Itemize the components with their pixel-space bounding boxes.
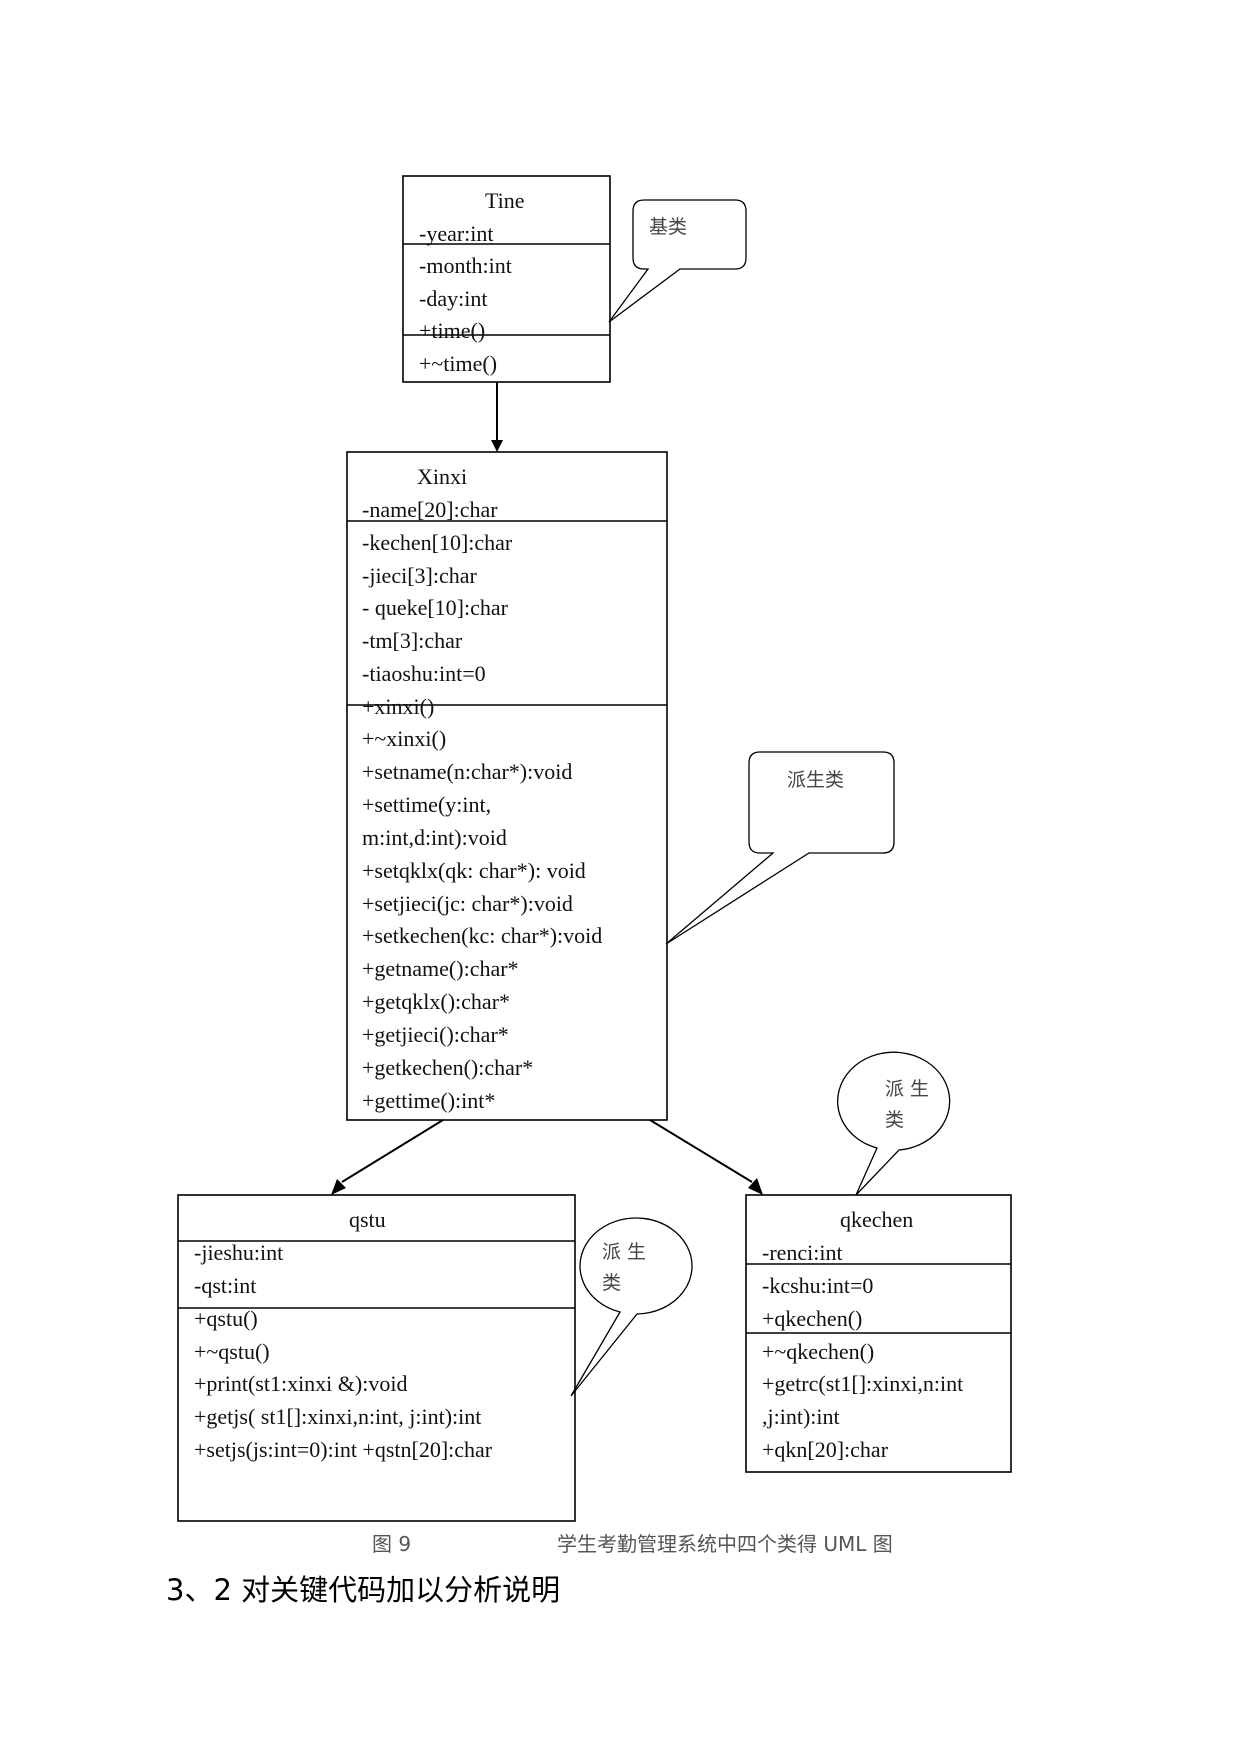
class-qkechen-method-getrc-1: +getrc(st1[]:xinxi,n:int — [762, 1371, 963, 1396]
class-qkechen: qkechen -renci:int -kcshu:int=0 +qkechen… — [745, 1194, 1012, 1473]
class-tine-name: Tine — [485, 188, 525, 213]
callout-base-label: 基类 — [649, 216, 687, 238]
callout-derived-qstu-line2: 类 — [602, 1272, 621, 1294]
class-xinxi-method-getkechen: +getkechen():char* — [362, 1055, 533, 1080]
class-tine-method-constructor: +time() — [419, 318, 485, 343]
callout-derived-xinxi: 派生类 — [665, 751, 895, 945]
class-xinxi-method-getjieci: +getjieci():char* — [362, 1022, 509, 1047]
class-xinxi-name: Xinxi — [417, 464, 467, 489]
class-qstu-attr-qst: -qst:int — [194, 1273, 256, 1298]
class-xinxi-attr-tiaoshu: -tiaoshu:int=0 — [362, 661, 486, 686]
class-xinxi-method-constructor: +xinxi() — [362, 694, 434, 719]
class-qstu: qstu -jieshu:int -qst:int +qstu() +~qstu… — [177, 1194, 576, 1522]
callout-derived-qkechen: 派 生 类 — [837, 1051, 951, 1196]
class-xinxi-attr-tm: -tm[3]:char — [362, 628, 463, 653]
class-xinxi-method-destructor: +~xinxi() — [362, 726, 446, 751]
class-qkechen-attr-constructor: +qkechen() — [762, 1306, 862, 1331]
class-tine-attr-day: -day:int — [419, 286, 487, 311]
callout-derived-xinxi-label: 派生类 — [787, 769, 844, 791]
callout-derived-qkechen-line2: 类 — [885, 1109, 904, 1131]
callout-derived-qkechen-line1: 派 生 — [885, 1078, 929, 1100]
arrow-xinxi-to-qkechen — [649, 1119, 763, 1195]
class-qstu-method-setjs: +setjs(js:int=0):int +qstn[20]:char — [194, 1437, 493, 1462]
class-qstu-method-getjs: +getjs( st1[]:xinxi,n:int, j:int):int — [194, 1404, 481, 1429]
class-xinxi-attr-jieci: -jieci[3]:char — [362, 563, 477, 588]
class-xinxi-attr-kechen: -kechen[10]:char — [362, 530, 513, 555]
figure-number: 图 9 — [372, 1532, 412, 1556]
class-xinxi-method-getqklx: +getqklx():char* — [362, 989, 510, 1014]
class-xinxi-method-setname: +setname(n:char*):void — [362, 759, 572, 784]
arrow-tine-to-xinxi — [491, 382, 503, 452]
section-heading: 3、2 对关键代码加以分析说明 — [166, 1573, 561, 1607]
class-xinxi-method-setqklx: +setqklx(qk: char*): void — [362, 858, 586, 883]
figure-caption: 学生考勤管理系统中四个类得 UML 图 — [557, 1532, 893, 1556]
class-qkechen-method-destructor: +~qkechen() — [762, 1339, 874, 1364]
class-qstu-method-print: +print(st1:xinxi &):void — [194, 1371, 407, 1396]
class-xinxi: Xinxi -name[20]:char -kechen[10]:char -j… — [346, 451, 668, 1121]
callout-derived-qstu: 派 生 类 — [570, 1217, 693, 1397]
class-tine: Tine -year:int -month:int -day:int +time… — [402, 175, 611, 383]
callout-base-class: 基类 — [608, 199, 747, 323]
class-qstu-attr-jieshu: -jieshu:int — [194, 1240, 283, 1265]
class-xinxi-method-getname: +getname():char* — [362, 956, 519, 981]
class-xinxi-method-setkechen: +setkechen(kc: char*):void — [362, 923, 602, 948]
class-qstu-name: qstu — [349, 1207, 386, 1232]
class-tine-attr-month: -month:int — [419, 253, 512, 278]
class-qstu-method-constructor: +qstu() — [194, 1306, 258, 1331]
class-xinxi-attr-name: -name[20]:char — [362, 497, 498, 522]
class-qkechen-method-getrc-2: ,j:int):int — [762, 1404, 840, 1429]
class-xinxi-method-gettime: +gettime():int* — [362, 1088, 495, 1113]
arrow-xinxi-to-qstu — [331, 1119, 444, 1195]
class-xinxi-method-settime-1: +settime(y:int, — [362, 792, 491, 817]
class-xinxi-method-settime-2: m:int,d:int):void — [362, 825, 507, 850]
class-tine-attr-year: -year:int — [419, 221, 494, 246]
callout-derived-qstu-line1: 派 生 — [602, 1241, 646, 1263]
class-xinxi-method-setjieci: +setjieci(jc: char*):void — [362, 891, 573, 916]
class-qkechen-attr-kcshu: -kcshu:int=0 — [762, 1273, 873, 1298]
class-tine-method-destructor: +~time() — [419, 351, 497, 376]
class-xinxi-attr-queke: - queke[10]:char — [362, 595, 509, 620]
class-qkechen-name: qkechen — [840, 1207, 913, 1232]
class-qkechen-method-qkn: +qkn[20]:char — [762, 1437, 889, 1462]
class-qstu-method-destructor: +~qstu() — [194, 1339, 270, 1364]
class-qkechen-attr-renci: -renci:int — [762, 1240, 843, 1265]
